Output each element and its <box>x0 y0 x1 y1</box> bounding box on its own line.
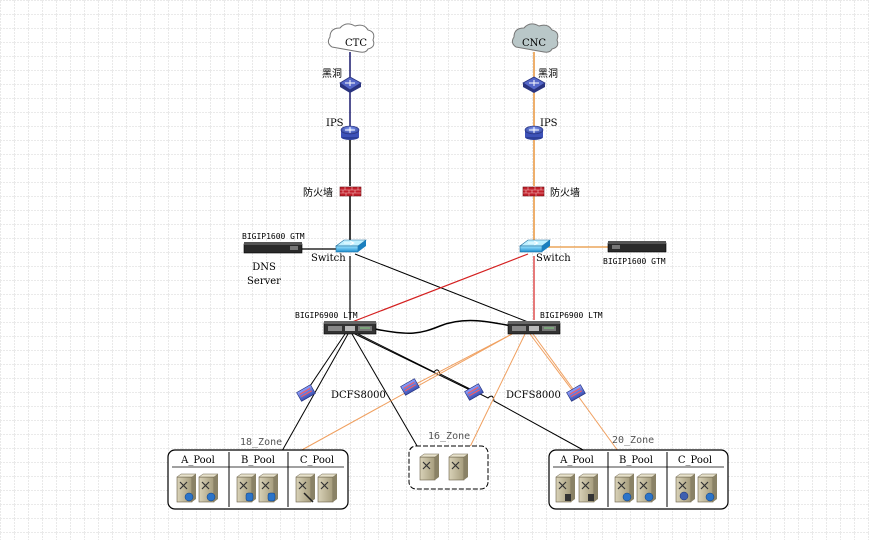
ltm-right-label: BIGIP6900 LTM <box>540 311 603 320</box>
black-hole-router-right-icon <box>522 76 546 93</box>
ltm-left-icon <box>323 321 377 335</box>
gtm-left-icon <box>243 242 303 254</box>
link-ltmright-dcfs4 <box>529 333 573 391</box>
server-icon <box>448 453 469 481</box>
ips-right-label: IPS <box>540 118 558 129</box>
zone16-label: 16_Zone <box>428 431 470 442</box>
ips-left-icon <box>340 125 360 140</box>
dcfs-3-icon <box>464 383 484 401</box>
dcfs-right-label: DCFS8000 <box>506 390 561 401</box>
cloud-ctc-label: CTC <box>345 38 367 49</box>
zone20-servers <box>555 473 718 503</box>
zone20-pool-b-label: B_Pool <box>619 455 653 466</box>
switch-left-icon <box>335 239 367 253</box>
firewall-right-label: 防火墙 <box>550 186 580 199</box>
black-hole-router-left-icon <box>339 76 362 93</box>
firewall-left-label: 防火墙 <box>303 186 333 199</box>
cloud-ctc: CTC <box>327 23 375 53</box>
zone16-servers <box>419 453 469 481</box>
zone20-pool-a-label: A_Pool <box>559 455 594 466</box>
switch-right-icon <box>519 239 551 253</box>
zone18-servers <box>176 473 338 503</box>
server-icon <box>419 453 440 481</box>
link-ltmleft-dcfs3 <box>354 333 471 391</box>
server-icon <box>236 473 257 503</box>
dcfs-left-label: DCFS8000 <box>331 390 386 401</box>
cloud-cnc-label: CNC <box>522 38 546 49</box>
link-ltm-heartbeat <box>374 319 513 335</box>
ltm-left-label: BIGIP6900 LTM <box>295 311 358 320</box>
dcfs-4-icon <box>566 384 586 402</box>
ltm-right-icon <box>507 321 561 335</box>
dcfs-2-icon <box>400 378 420 396</box>
black-hole-right-label: 黑洞 <box>538 68 558 80</box>
link-ltmright-zone16 <box>467 333 526 452</box>
zone18-label: 18_Zone <box>240 437 282 448</box>
server-icon <box>614 473 635 503</box>
zone20-pool-c-label: C_Pool <box>678 455 712 466</box>
server-icon <box>697 473 718 503</box>
zone20-label: 20_Zone <box>612 435 654 446</box>
server-icon <box>636 473 657 503</box>
dns-server-label-line1: DNS <box>252 262 276 273</box>
switch-right-label: Switch <box>536 253 571 264</box>
cloud-cnc: CNC <box>511 23 559 53</box>
server-icon <box>198 473 219 503</box>
firewall-right-icon <box>522 186 545 197</box>
server-icon <box>675 473 696 503</box>
gtm-right-label: BIGIP1600 GTM <box>603 257 666 266</box>
link-switchright-ltmleft <box>351 253 529 323</box>
server-icon <box>317 473 338 503</box>
server-icon <box>578 473 599 503</box>
gtm-right-icon <box>607 241 667 253</box>
ips-left-label: IPS <box>326 118 344 129</box>
ips-right-icon <box>524 125 544 140</box>
gtm-left-label: BIGIP1600 GTM <box>242 232 305 241</box>
dns-server-label-line2: Server <box>247 276 281 287</box>
switch-left-label: Switch <box>311 253 346 264</box>
server-icon <box>295 473 316 503</box>
link-ltmleft-dcfs1 <box>305 333 346 393</box>
link-ltmleft-zone16 <box>351 333 421 452</box>
server-icon <box>176 473 197 503</box>
server-icon <box>555 473 576 503</box>
zone18-pool-b-label: B_Pool <box>241 455 275 466</box>
firewall-left-icon <box>339 186 362 197</box>
zone18-pool-a-label: A_Pool <box>180 455 215 466</box>
black-hole-left-label: 黑洞 <box>322 68 342 80</box>
dcfs-1-icon <box>296 384 316 402</box>
zone18-pool-c-label: C_Pool <box>300 455 334 466</box>
server-icon <box>258 473 279 503</box>
